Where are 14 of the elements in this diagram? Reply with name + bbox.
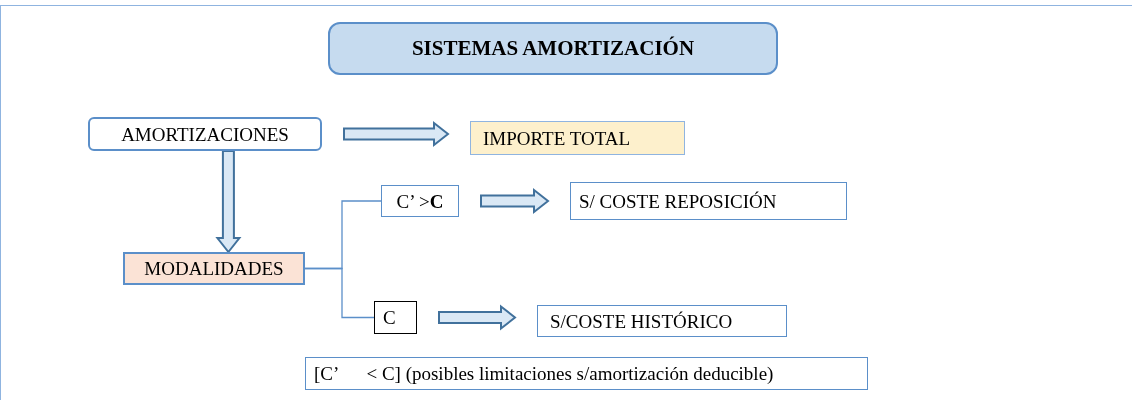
note-box: [C’ < C] (posibles limitaciones s/amortización deducible) [305,357,868,390]
process-box: AMORTIZACIONES [88,117,322,151]
block-arrow [215,150,242,254]
condition-box: C [374,301,417,334]
block-arrow [438,304,517,331]
result-box: S/ COSTE REPOSICIÓN [570,182,847,220]
category-box: MODALIDADES [123,252,305,285]
bracket-line [304,267,375,319]
block-arrow [480,187,550,215]
result-box: S/COSTE HISTÓRICO [537,305,787,337]
condition-box: C’ >C [381,185,459,217]
block-arrow [343,120,450,148]
title-box: SISTEMAS AMORTIZACIÓN [328,22,778,75]
result-box: IMPORTE TOTAL [470,121,685,155]
